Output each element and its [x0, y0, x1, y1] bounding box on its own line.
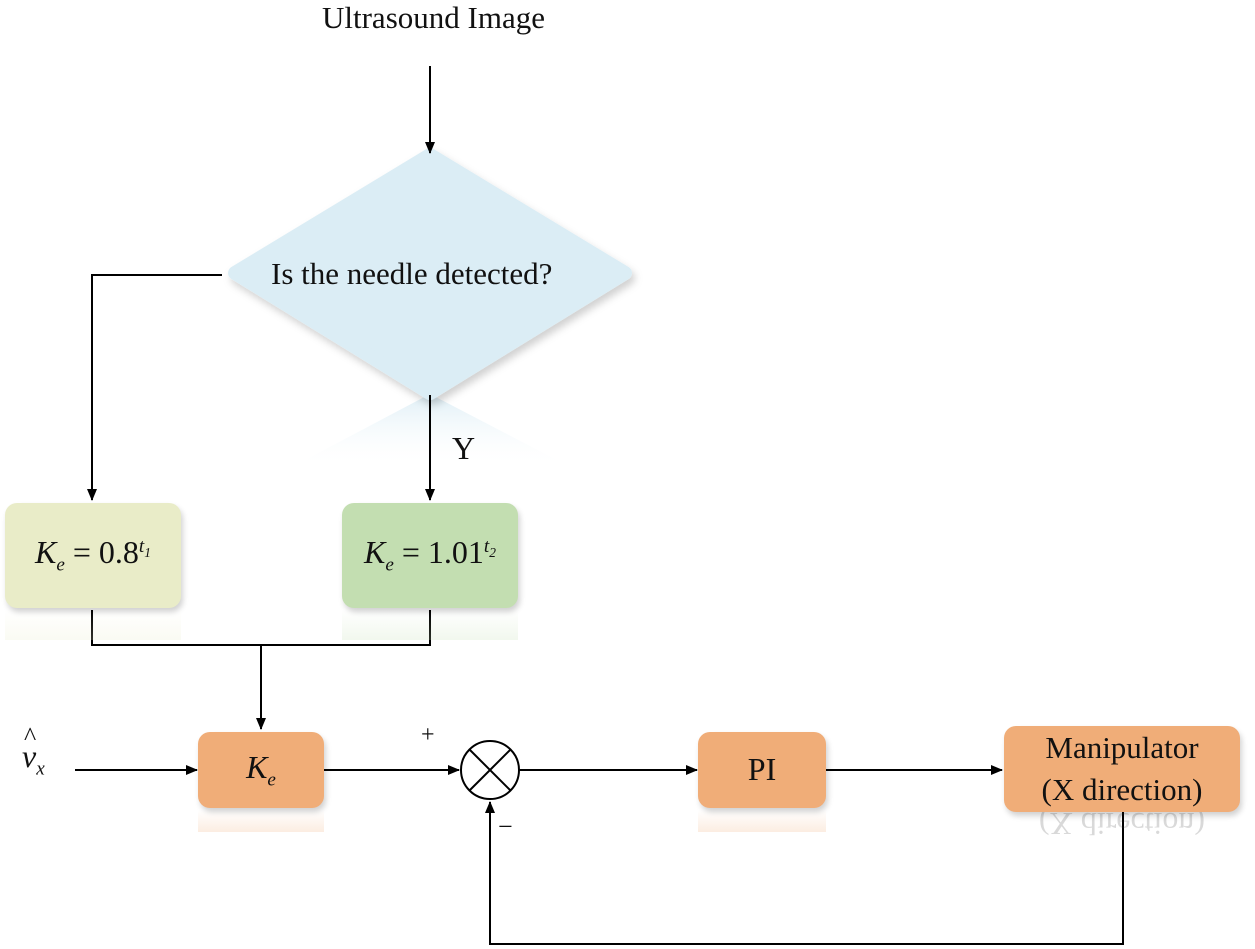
input-label: Ultrasound Image — [322, 0, 545, 35]
feedback-arrow — [485, 801, 1124, 945]
velocity-hat: ^ — [24, 722, 37, 751]
ke-block-label: Ke — [246, 748, 276, 791]
pi-block-label: PI — [747, 751, 777, 788]
ke-block-reflection — [198, 810, 324, 832]
gain-no-detection-block: Ke = 0.8t1 — [5, 503, 181, 608]
gain-no-reflection — [5, 610, 181, 640]
pi-block: PI — [698, 732, 826, 808]
manipulator-label-line2: (X direction) — [1041, 772, 1203, 807]
manipulator-block: Manipulator (X direction) — [1004, 726, 1240, 812]
ke-block: Ke — [198, 732, 324, 808]
gain-detection-block: Ke = 1.01t2 — [342, 503, 518, 608]
gain-no-formula: Ke = 0.8t1 — [35, 534, 151, 576]
plus-sign: + — [421, 722, 435, 748]
velocity-input-label: ^ v x — [22, 722, 45, 780]
manipulator-reflection: (X direction) — [1038, 812, 1206, 842]
decision-diamond — [228, 148, 632, 400]
gain-yes-reflection — [342, 610, 518, 640]
decision-question: Is the needle detected? — [271, 256, 553, 291]
manipulator-label-line1: Manipulator — [1045, 730, 1199, 766]
gain-yes-formula: Ke = 1.01t2 — [364, 534, 496, 576]
yes-label: Y — [452, 430, 476, 466]
minus-sign: − — [498, 812, 513, 841]
pi-block-reflection — [698, 810, 826, 832]
no-branch-arrow — [87, 274, 222, 501]
summing-junction — [460, 740, 520, 800]
